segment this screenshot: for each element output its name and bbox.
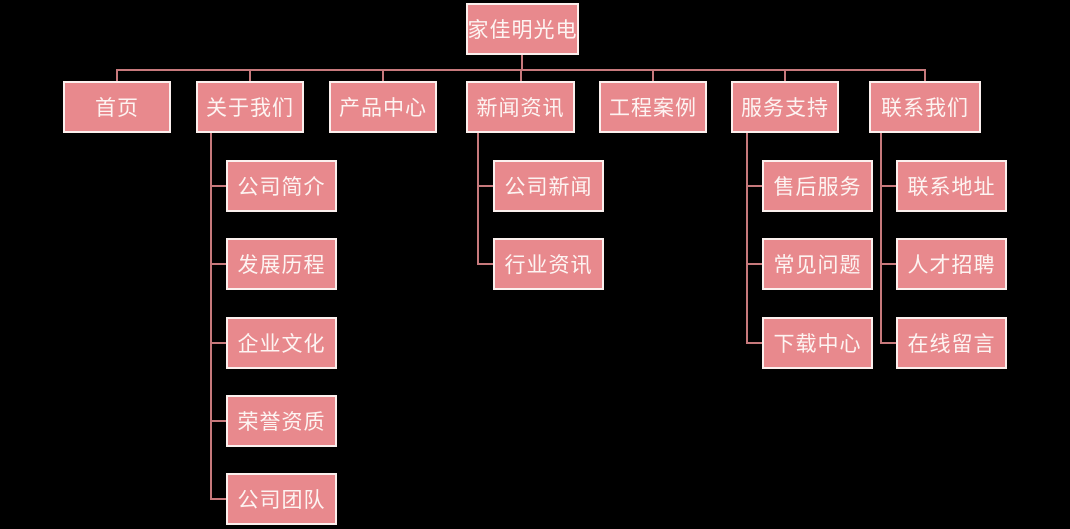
connector-about-child-5 bbox=[210, 498, 226, 500]
connector-about-child-2 bbox=[210, 263, 226, 265]
connector-about-child-1 bbox=[210, 185, 226, 187]
connector-trunk-about bbox=[210, 133, 212, 500]
node-company-profile[interactable]: 公司简介 bbox=[226, 160, 337, 212]
node-root-company[interactable]: 家佳明光电 bbox=[466, 3, 579, 55]
connector-contact-child-3 bbox=[880, 342, 896, 344]
connector-root-drop bbox=[521, 55, 523, 71]
connector-stub-cases bbox=[652, 69, 654, 81]
node-company-news[interactable]: 公司新闻 bbox=[493, 160, 604, 212]
connector-service-child-1 bbox=[746, 185, 762, 187]
node-company-team[interactable]: 公司团队 bbox=[226, 473, 337, 525]
connector-about-child-4 bbox=[210, 420, 226, 422]
connector-stub-news bbox=[520, 69, 522, 81]
node-development-history[interactable]: 发展历程 bbox=[226, 238, 337, 290]
connector-stub-service bbox=[784, 69, 786, 81]
node-corporate-culture[interactable]: 企业文化 bbox=[226, 317, 337, 369]
node-about-us[interactable]: 关于我们 bbox=[196, 81, 304, 133]
node-faq[interactable]: 常见问题 bbox=[762, 238, 873, 290]
connector-stub-about bbox=[249, 69, 251, 81]
connector-stub-products bbox=[382, 69, 384, 81]
connector-news-child-1 bbox=[477, 185, 493, 187]
node-download-center[interactable]: 下载中心 bbox=[762, 317, 873, 369]
connector-trunk-service bbox=[746, 133, 748, 344]
connector-trunk-news bbox=[477, 133, 479, 265]
node-contact-us[interactable]: 联系我们 bbox=[869, 81, 981, 133]
node-online-message[interactable]: 在线留言 bbox=[896, 317, 1007, 369]
node-after-sales-service[interactable]: 售后服务 bbox=[762, 160, 873, 212]
node-recruitment[interactable]: 人才招聘 bbox=[896, 238, 1007, 290]
node-project-cases[interactable]: 工程案例 bbox=[599, 81, 707, 133]
connector-news-child-2 bbox=[477, 263, 493, 265]
node-industry-news[interactable]: 行业资讯 bbox=[493, 238, 604, 290]
node-contact-address[interactable]: 联系地址 bbox=[896, 160, 1007, 212]
connector-stub-contact bbox=[924, 69, 926, 81]
node-home[interactable]: 首页 bbox=[63, 81, 171, 133]
node-news[interactable]: 新闻资讯 bbox=[466, 81, 575, 133]
connector-service-child-3 bbox=[746, 342, 762, 344]
connector-service-child-2 bbox=[746, 263, 762, 265]
connector-trunk-contact bbox=[880, 133, 882, 344]
connector-contact-child-1 bbox=[880, 185, 896, 187]
node-product-center[interactable]: 产品中心 bbox=[329, 81, 437, 133]
connector-stub-home bbox=[116, 69, 118, 81]
node-honors-qualifications[interactable]: 荣誉资质 bbox=[226, 395, 337, 447]
node-service-support[interactable]: 服务支持 bbox=[731, 81, 839, 133]
connector-about-child-3 bbox=[210, 342, 226, 344]
connector-contact-child-2 bbox=[880, 263, 896, 265]
